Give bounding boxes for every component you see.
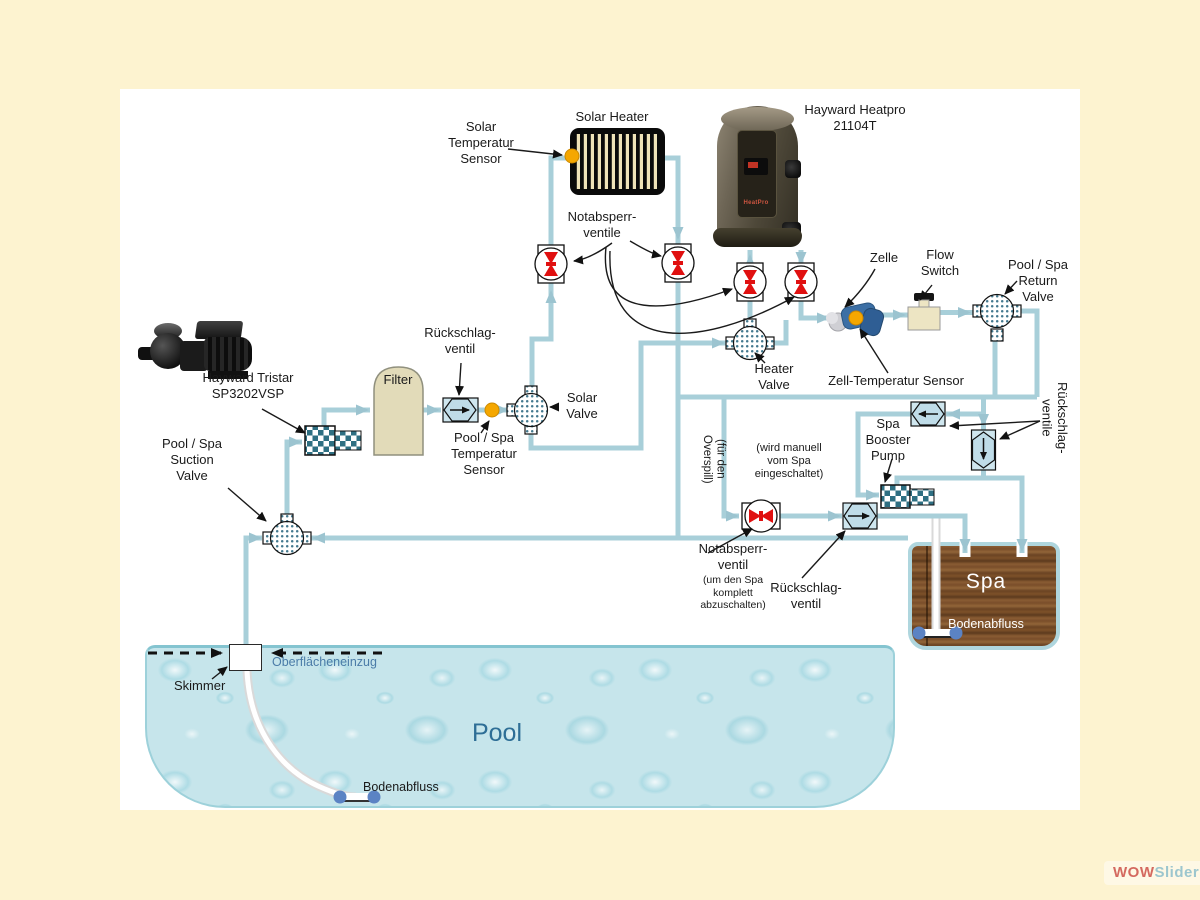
check-valve-icon [442,397,479,423]
skimmer-box [229,644,262,671]
heater-pipe-fitting [785,160,801,178]
flow-arrows [249,227,1028,552]
pool-basin [145,645,895,808]
heater-valve-icon [725,318,775,361]
filter-vessel [373,366,424,456]
pump-motor [204,337,252,371]
heater-top [721,107,794,131]
solar-valve-icon [506,385,549,435]
watermark-link[interactable]: WOWSlider [1104,861,1200,885]
pool-drain-pipe [242,670,381,804]
zelle-device [826,302,885,337]
check-valve-vertical-icon [970,429,997,471]
shutoff-valve-icon [733,262,767,302]
heater-logo: HeatPro [743,200,769,206]
check-valve-icon [910,401,946,427]
heater-base [713,228,802,247]
flow-switch-device [907,293,941,331]
return-valve-icon [972,293,1022,342]
watermark-slider: Slider [1154,864,1200,881]
annotation-arrows [211,148,1041,680]
shutoff-valve-horizontal-icon [741,499,781,533]
shutoff-valve-icon [784,262,818,302]
solar-temp-sensor-dot [564,148,580,164]
solar-panel [564,128,665,195]
tristar-pump-image [138,321,254,383]
piping-schematic [148,128,1041,804]
shutoff-valve-icon [661,243,695,283]
diagram-canvas: HeatPro Solar Heater Solar Temperatur Se… [120,89,1080,810]
suction-valve-icon [262,513,312,556]
pump-symbol-booster [880,484,935,509]
heatpro-heater-image: HeatPro [713,100,802,250]
heater-display-led [748,162,758,168]
pump-foot [208,371,248,379]
spa-drain-pipe [912,518,963,640]
pump-body [180,341,208,371]
heater-control-panel [737,130,777,218]
pool-spa-temp-sensor-dot [484,402,500,418]
pump-symbol-tristar [304,425,362,456]
zell-temp-sensor-dot [848,310,864,326]
check-valve-icon [842,502,878,530]
shutoff-valve-icon [534,244,568,284]
watermark-wow: WOW [1113,864,1155,881]
